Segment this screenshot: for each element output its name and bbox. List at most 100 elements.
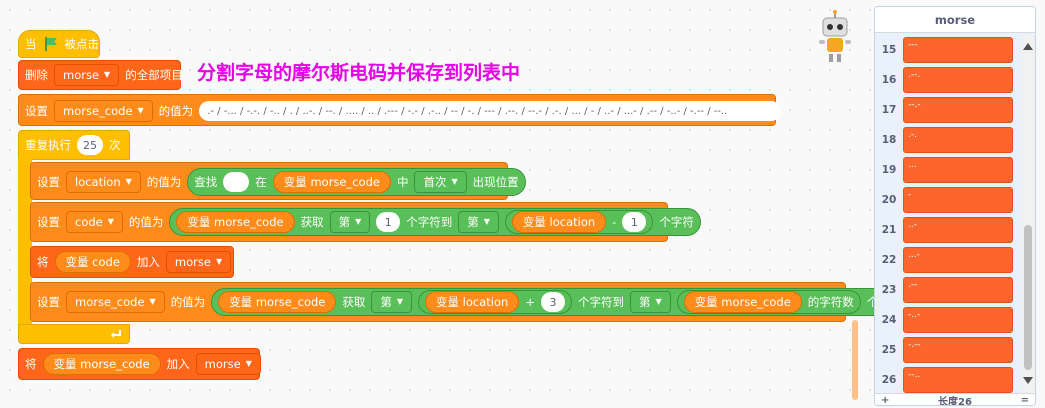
resize-handle[interactable]: = [1020, 395, 1029, 406]
list-item-value[interactable]: - [903, 187, 1013, 213]
chevron-down-icon: ▼ [451, 177, 458, 186]
list-item-value[interactable]: .--. [903, 67, 1013, 93]
list-item-value[interactable]: --.- [903, 97, 1013, 123]
chevron-down-icon: ▼ [149, 297, 156, 306]
list-item-index: 15 [881, 44, 897, 56]
list-item[interactable]: 17--.- [875, 95, 1021, 125]
list-item-value[interactable]: -.-- [903, 337, 1013, 363]
list-item-value[interactable]: ...- [903, 247, 1013, 273]
add-morse-code-block[interactable]: 将 变量 morse_code 加入 morse▼ [18, 348, 261, 380]
add-code-block[interactable]: 将 变量 code 加入 morse▼ [30, 246, 234, 278]
when-flag-clicked-block[interactable]: 当 被点击 [18, 30, 100, 58]
list-item[interactable]: 24-..- [875, 305, 1021, 335]
list-item[interactable]: 15 --- [875, 35, 1021, 65]
list-item-value[interactable]: ... [903, 157, 1013, 183]
location-var-dropdown[interactable]: location▼ [66, 171, 141, 193]
delete-list-dropdown[interactable]: morse▼ [54, 64, 120, 86]
repeat-bottom [18, 324, 130, 344]
morse-code-reporter[interactable]: 变量 morse_code [42, 353, 161, 375]
morse-string-input[interactable]: .- / -... / -.-. / -.. / . / ..-. / --. … [199, 101, 782, 121]
list-item[interactable]: 18.-. [875, 125, 1021, 155]
repeat-arm [18, 158, 32, 326]
plus-value-input[interactable]: 3 [540, 292, 565, 312]
chevron-down-icon: ▼ [104, 70, 111, 79]
location-reporter[interactable]: 变量 location [425, 291, 520, 313]
list-item-index: 23 [881, 284, 897, 296]
plus-reporter[interactable]: 变量 location + 3 [418, 290, 572, 314]
list-item-value[interactable]: --.. [903, 367, 1013, 393]
delete-all-block[interactable]: 删除 morse▼ 的全部项目 [18, 60, 183, 90]
morse-code-reporter[interactable]: 变量 morse_code [176, 211, 295, 233]
add-list-dropdown[interactable]: morse▼ [195, 353, 261, 375]
list-item[interactable]: 25-.-- [875, 335, 1021, 365]
set-label: 设置 [25, 104, 48, 118]
set-location-block[interactable]: 设置 location▼ 的值为 查找 在 变量 morse_code 中 首次… [30, 162, 526, 200]
mid-label: 中 [396, 175, 409, 189]
hat-when-label: 当 [25, 37, 37, 51]
length-reporter[interactable]: 变量 morse_code 的字符数 [676, 290, 861, 314]
morse-code-reporter[interactable]: 变量 morse_code [272, 171, 391, 193]
occurrence-dropdown[interactable]: 首次▼ [414, 171, 467, 193]
nth-dropdown-1[interactable]: 第▼ [371, 291, 413, 313]
set-code-block[interactable]: 设置 code▼ 的值为 变量 morse_code 获取 第▼ 1 个字符到 … [30, 202, 701, 242]
chevron-down-icon: ▼ [483, 217, 490, 226]
workspace-scrollbar[interactable] [852, 320, 858, 400]
code-reporter[interactable]: 变量 code [54, 251, 131, 273]
morse-code-reporter[interactable]: 变量 morse_code [218, 291, 337, 313]
substring-reporter-2[interactable]: 变量 morse_code 获取 第▼ 变量 location + 3 个字符到… [211, 288, 909, 316]
nth-dropdown-1[interactable]: 第▼ [329, 211, 371, 233]
list-item[interactable]: 19... [875, 155, 1021, 185]
find-space-input[interactable] [223, 172, 250, 192]
repeat-block[interactable]: 重复执行 25 次 [18, 130, 130, 160]
substring-reporter[interactable]: 变量 morse_code 获取 第▼ 1 个字符到 第▼ 变量 locatio… [169, 208, 701, 236]
list-item[interactable]: 22...- [875, 245, 1021, 275]
morse-code-var-dropdown[interactable]: morse_code▼ [66, 291, 165, 313]
to-char-label: 个字符到 [577, 295, 624, 309]
list-scrollbar[interactable] [1021, 35, 1035, 393]
position-label: 出现位置 [472, 175, 519, 189]
minus-reporter[interactable]: 变量 location - 1 [504, 210, 654, 234]
code-var-dropdown[interactable]: code▼ [66, 211, 123, 233]
list-item[interactable]: 23 .-- [875, 275, 1021, 305]
add-item-button[interactable]: + [881, 395, 890, 406]
list-item[interactable]: 20- [875, 185, 1021, 215]
scroll-up-icon[interactable] [1023, 43, 1033, 50]
location-reporter[interactable]: 变量 location [511, 211, 607, 233]
list-item-value[interactable]: .-- [903, 277, 1013, 303]
set-var-dropdown[interactable]: morse_code▼ [54, 100, 153, 122]
set-to-label: 的值为 [128, 215, 164, 229]
morse-code-reporter[interactable]: 变量 morse_code [683, 291, 802, 313]
chevron-down-icon: ▼ [355, 217, 362, 226]
list-item[interactable]: 16.--. [875, 65, 1021, 95]
get-label: 获取 [342, 295, 366, 309]
list-item-index: 26 [881, 374, 897, 386]
list-item-value[interactable]: -..- [903, 307, 1013, 333]
list-monitor[interactable]: morse 15 --- 16.--. 17--.- 18.-. 19... 20… [874, 6, 1036, 406]
add-into-label: 加入 [136, 255, 160, 269]
list-item-value[interactable]: .-. [903, 127, 1013, 153]
to-char-label: 个字符到 [406, 215, 453, 229]
set-morse-code-block[interactable]: 设置 morse_code▼ 的值为 .- / -... / -.-. / -.… [18, 94, 782, 126]
set-to-label: 的值为 [170, 295, 206, 309]
nth-dropdown-2[interactable]: 第▼ [458, 211, 499, 233]
add-list-dropdown[interactable]: morse▼ [165, 251, 232, 273]
char-label: 个字符 [659, 215, 694, 229]
add-label: 将 [37, 255, 49, 269]
scroll-down-icon[interactable] [1023, 377, 1033, 384]
list-monitor-title: morse [875, 7, 1035, 33]
chevron-down-icon: ▼ [215, 257, 223, 266]
overlay-annotation: 分割字母的摩尔斯电码并保存到列表中 [197, 62, 521, 84]
list-item-value[interactable]: --- [903, 37, 1013, 63]
list-item-value[interactable]: ..- [903, 217, 1013, 243]
nth-dropdown-2[interactable]: 第▼ [629, 291, 671, 313]
minus-value-input[interactable]: 1 [622, 212, 647, 232]
find-position-reporter[interactable]: 查找 在 变量 morse_code 中 首次▼ 出现位置 [187, 168, 526, 196]
set-morse-code-rest-block[interactable]: 设置 morse_code▼ 的值为 变量 morse_code 获取 第▼ 变… [30, 282, 909, 322]
delete-label: 删除 [25, 68, 48, 82]
repeat-times-input[interactable]: 25 [77, 135, 103, 155]
list-item[interactable]: 26 --.. [875, 365, 1021, 395]
plus-label: + [525, 295, 535, 309]
list-item[interactable]: 21..- [875, 215, 1021, 245]
start-index-input[interactable]: 1 [376, 212, 401, 232]
scroll-thumb[interactable] [1024, 225, 1032, 370]
